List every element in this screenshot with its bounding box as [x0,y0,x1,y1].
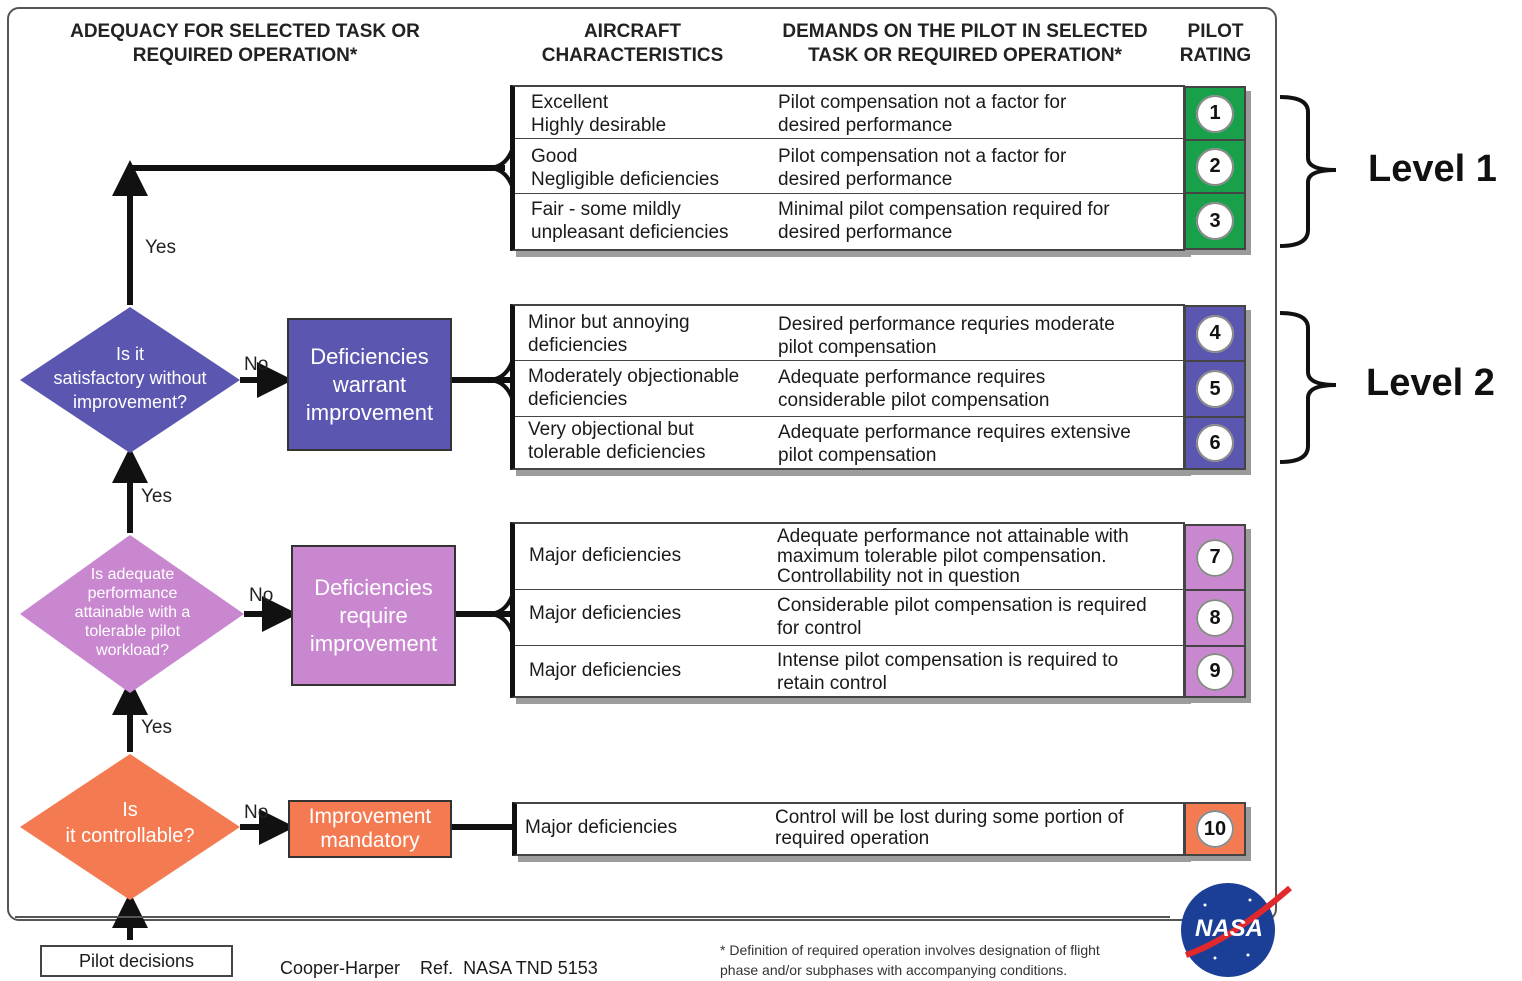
pilot-decisions-box: Pilot decisions [40,945,233,977]
demand-1: Pilot compensation not a factor for desi… [778,92,1067,136]
rating-badge-7: 7 [1196,538,1234,577]
chart-frame [7,7,1277,921]
rating-cell-7: 7 [1184,524,1246,591]
rating-cell-2: 2 [1184,139,1246,194]
char-6: Very objectional but tolerable deficienc… [528,419,706,463]
yes-label-1: Yes [145,237,176,258]
question-adequate: Is adequate performance attainable with … [74,566,191,659]
table-ratings-7-9 [510,522,1185,698]
demand-10: Control will be lost during some portion… [775,807,1124,849]
char-1: Excellent Highly desirable [531,92,667,136]
rating-cell-9: 9 [1184,645,1246,698]
footnote: * Definition of required operation invol… [720,942,1100,978]
rating-badge-4: 4 [1196,314,1234,353]
row-divider [515,360,1183,361]
header-aircraft-characteristics: AIRCRAFT CHARACTERISTICS [541,21,724,66]
demand-4: Desired performance requries moderate pi… [778,314,1115,358]
rating-badge-3: 3 [1196,202,1234,240]
level2-bracket [1279,311,1337,464]
rating-cell-6: 6 [1184,416,1246,470]
row-divider [515,589,1183,590]
decision-satisfactory-shape [20,307,240,453]
rating-badge-10: 10 [1196,810,1234,848]
rating-cell-10: 10 [1184,802,1246,856]
yes-label-3: Yes [141,717,172,738]
nasa-logo-disc [1181,883,1275,977]
rating-badge-9: 9 [1196,652,1234,691]
row-divider [515,416,1183,417]
level-2-label: Level 2 [1366,362,1495,404]
reference-text: Cooper-Harper Ref. NASA TND 5153 [280,958,598,978]
no-label-3: No [244,802,269,823]
demand-2: Pilot compensation not a factor for desi… [778,146,1067,190]
rating-cell-5: 5 [1184,360,1246,418]
demand-9: Intense pilot compensation is required t… [777,650,1119,694]
box-deficiencies-require: Deficiencies require improvement [291,545,456,686]
table-ratings-1-3 [510,85,1185,251]
header-pilot-rating: PILOT RATING [1179,21,1252,66]
box-improvement-mandatory: Improvement mandatory [288,800,452,858]
question-controllable: Is it controllable? [65,799,195,847]
demand-3: Minimal pilot compensation required for … [778,199,1110,243]
char-8: Major deficiencies [529,603,682,624]
rating-cell-8: 8 [1184,589,1246,647]
char-10: Major deficiencies [525,817,678,838]
decision-controllable-shape [20,754,240,900]
no-label-1: No [244,354,269,375]
rating-cell-1: 1 [1184,86,1246,141]
rating-badge-1: 1 [1196,94,1234,133]
rating-badge-8: 8 [1196,599,1234,637]
rating-cell-3: 3 [1184,192,1246,250]
char-5: Moderately objectionable deficiencies [528,366,740,410]
table-ratings-4-6 [510,304,1185,470]
char-3: Fair - some mildly unpleasant deficienci… [531,199,729,243]
demand-8: Considerable pilot compensation is requi… [777,595,1147,639]
table-rating-10 [512,802,1185,856]
question-satisfactory: Is it satisfactory without improvement? [53,344,207,412]
char-2: Good Negligible deficiencies [531,146,719,190]
row-divider [515,645,1183,646]
box-deficiencies-warrant: Deficiencies warrant improvement [287,318,452,451]
demand-5: Adequate performance requires considerab… [778,367,1050,411]
nasa-logo-text: NASA [1194,915,1263,942]
level1-bracket [1279,95,1337,248]
rating-badge-5: 5 [1196,370,1234,408]
decision-adequate-shape [20,535,244,693]
demand-7: Adequate performance not attainable with… [777,526,1129,587]
char-7: Major deficiencies [529,545,682,566]
rating-badge-2: 2 [1196,147,1234,186]
header-demands-on-pilot: DEMANDS ON THE PILOT IN SELECTED TASK OR… [782,21,1148,66]
char-4: Minor but annoying deficiencies [528,312,690,356]
level-1-label: Level 1 [1368,148,1497,190]
row-divider [515,138,1183,139]
rating-badge-6: 6 [1196,424,1234,462]
demand-6: Adequate performance requires extensive … [778,422,1131,466]
row-divider [515,193,1183,194]
rating-cell-4: 4 [1184,305,1246,362]
yes-label-2: Yes [141,486,172,507]
char-9: Major deficiencies [529,660,682,681]
no-label-2: No [249,585,274,606]
header-adequacy: ADEQUACY FOR SELECTED TASK OR REQUIRED O… [70,21,420,66]
